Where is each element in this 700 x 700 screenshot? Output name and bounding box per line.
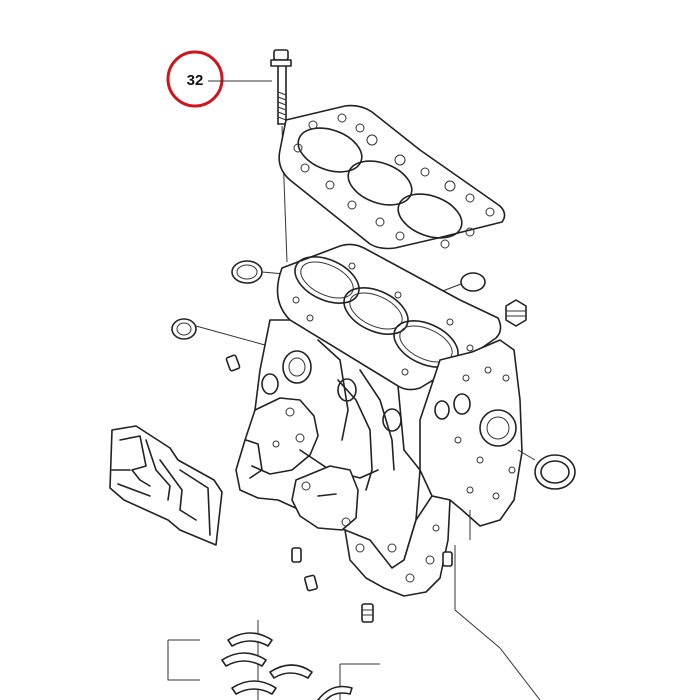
stud-left bbox=[225, 354, 241, 372]
stud-lower-2 bbox=[304, 574, 318, 592]
cylinder-block bbox=[235, 243, 523, 597]
callout-32[interactable]: 32 bbox=[166, 50, 272, 108]
head-gasket bbox=[278, 104, 506, 250]
rear-oil-seal bbox=[517, 449, 576, 490]
drain-plug bbox=[361, 603, 374, 623]
stud-lower-1 bbox=[291, 547, 302, 563]
freeze-plug-side bbox=[171, 318, 266, 346]
stud-lower-3 bbox=[442, 551, 453, 567]
side-cover-plate bbox=[109, 425, 223, 546]
freeze-plug-left-top bbox=[231, 260, 286, 284]
callout-number: 32 bbox=[187, 72, 204, 89]
thrust-washers bbox=[317, 663, 380, 700]
callout-highlight-circle bbox=[166, 50, 224, 108]
breather-fitting bbox=[505, 299, 527, 327]
main-bearing-shells bbox=[167, 632, 313, 695]
freeze-plug-right-top bbox=[439, 272, 486, 293]
